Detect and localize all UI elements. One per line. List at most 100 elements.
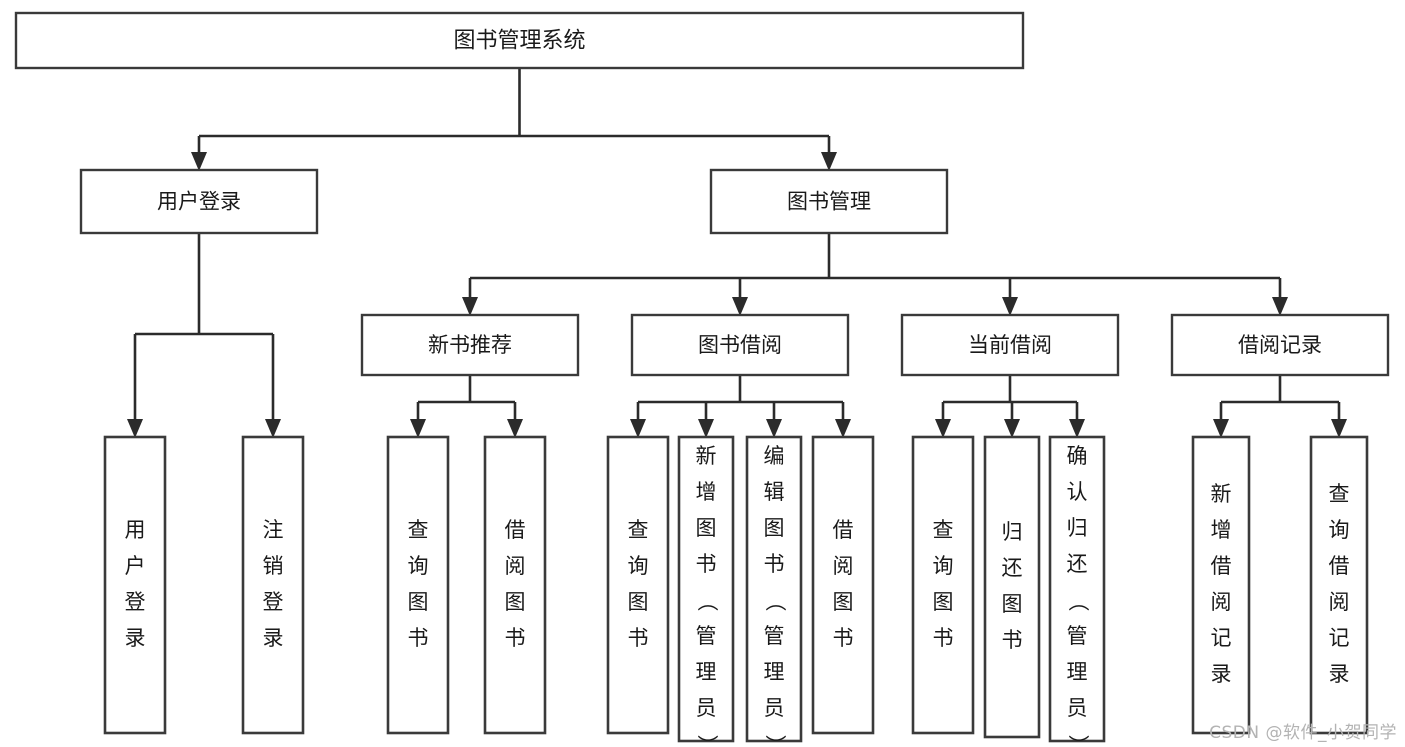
node-label-char: 辑 <box>764 480 785 504</box>
connector-arrowhead <box>935 419 951 438</box>
node-label-char: 阅 <box>833 554 854 578</box>
node-label-char: 理 <box>1067 660 1088 684</box>
node-label-char: 书 <box>1002 628 1023 652</box>
node-label-char: 注 <box>263 518 284 542</box>
connector-arrowhead <box>698 419 714 438</box>
node-label-char: 录 <box>263 626 284 650</box>
edge-group-current-borrow <box>935 375 1085 438</box>
node-label-char: 增 <box>696 480 717 504</box>
node-label-char: 图 <box>933 590 954 614</box>
node-label-char: 书 <box>833 626 854 650</box>
node-current-borrow[interactable]: 当前借阅 <box>900 313 1120 377</box>
node-layer: 图书管理系统用户登录图书管理新书推荐图书借阅当前借阅借阅记录用户登录注销登录查询… <box>14 11 1390 747</box>
node-label-char: 理 <box>696 660 717 684</box>
node-new-book-rec[interactable]: 新书推荐 <box>360 313 580 377</box>
node-box-leaf-borrow-book <box>811 435 875 735</box>
node-label-char: 阅 <box>1211 590 1232 614</box>
connector-arrowhead <box>1272 297 1288 316</box>
node-box-book-borrow <box>630 313 850 377</box>
node-label-char: 还 <box>1002 556 1023 580</box>
node-label-char: 借 <box>505 518 526 542</box>
node-box-user-login <box>79 168 319 235</box>
node-label-char: 书 <box>408 626 429 650</box>
node-box-borrow-record <box>1170 313 1390 377</box>
connector-arrowhead <box>410 419 426 438</box>
node-label-char: 借 <box>1329 554 1350 578</box>
csdn-watermark: CSDN @软件_小贺同学 <box>1209 723 1397 743</box>
node-label-char: 销 <box>263 554 284 578</box>
connector-arrowhead <box>1069 419 1085 438</box>
node-label-char: 图 <box>628 590 649 614</box>
edge-group-new-book-rec <box>410 375 523 438</box>
node-label-char: 员 <box>696 696 717 720</box>
node-label-borrow-record: 借阅记录 <box>1238 333 1322 357</box>
node-label-char: 图 <box>696 516 717 540</box>
node-label-char: （ <box>763 591 787 612</box>
node-label-char: ） <box>1066 735 1090 747</box>
node-label-char: 增 <box>1211 518 1232 542</box>
node-label-new-book-rec: 新书推荐 <box>428 333 512 357</box>
node-label-char: 图 <box>408 590 429 614</box>
node-label-char: 认 <box>1067 480 1088 504</box>
node-root[interactable]: 图书管理系统 <box>14 11 1025 70</box>
node-label-char: 记 <box>1211 626 1232 650</box>
node-book-borrow[interactable]: 图书借阅 <box>630 313 850 377</box>
node-label-book-manage: 图书管理 <box>787 190 871 214</box>
connector-arrowhead <box>1213 419 1229 438</box>
edge-group-book-borrow <box>630 375 851 438</box>
node-label-char: ） <box>695 735 719 747</box>
node-label-char: 查 <box>1329 482 1350 506</box>
node-label-book-borrow: 图书借阅 <box>698 333 782 357</box>
node-label-char: 询 <box>1329 518 1350 542</box>
node-label-char: 图 <box>833 590 854 614</box>
node-box-current-borrow <box>900 313 1120 377</box>
node-box-leaf-borrow-book-rec <box>483 435 547 735</box>
connector-arrowhead <box>732 297 748 316</box>
node-label-char: 书 <box>628 626 649 650</box>
node-label-char: 管 <box>764 624 785 648</box>
connector-arrowhead <box>1331 419 1347 438</box>
node-label-char: 阅 <box>505 554 526 578</box>
connector-arrowhead <box>265 419 281 438</box>
node-label-char: 录 <box>1329 662 1350 686</box>
node-borrow-record[interactable]: 借阅记录 <box>1170 313 1390 377</box>
node-label-root: 图书管理系统 <box>453 29 585 54</box>
node-label-char: 录 <box>1211 662 1232 686</box>
node-box-leaf-query-book-cur <box>911 435 975 735</box>
node-leaf-user-login[interactable]: 用户登录 <box>103 435 167 735</box>
node-label-current-borrow: 当前借阅 <box>968 333 1052 357</box>
node-label-char: 登 <box>263 590 284 614</box>
connector-arrowhead <box>630 419 646 438</box>
node-label-char: 书 <box>764 552 785 576</box>
connector-arrowhead <box>1004 419 1020 438</box>
node-box-leaf-edit-book <box>745 435 803 743</box>
node-label-char: 图 <box>764 516 785 540</box>
node-box-leaf-add-record <box>1191 435 1251 735</box>
node-label-char: 新 <box>696 444 717 468</box>
node-label-char: 借 <box>1211 554 1232 578</box>
node-box-leaf-return-book <box>983 435 1041 739</box>
connector-arrowhead <box>835 419 851 438</box>
node-label-char: 新 <box>1211 482 1232 506</box>
node-user-login[interactable]: 用户登录 <box>79 168 319 235</box>
node-book-manage[interactable]: 图书管理 <box>709 168 949 235</box>
node-label-char: 询 <box>628 554 649 578</box>
node-label-char: 图 <box>1002 592 1023 616</box>
node-label-char: 户 <box>125 554 146 578</box>
node-box-root <box>14 11 1025 70</box>
edge-group-root <box>191 68 837 171</box>
node-label-char: 图 <box>505 590 526 614</box>
